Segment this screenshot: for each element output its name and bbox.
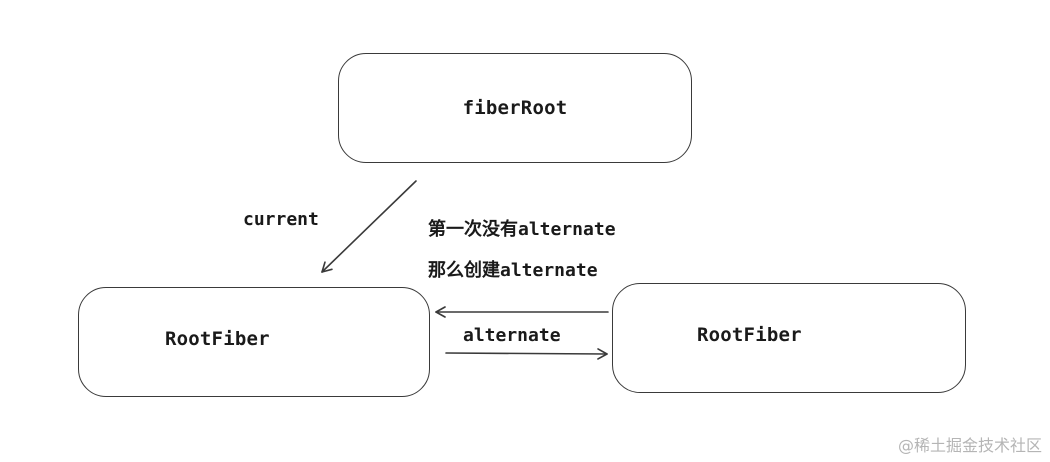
root-fiber-current-node: RootFiber [78, 287, 430, 397]
current-edge-label: current [243, 209, 319, 230]
root-fiber-alternate-node: RootFiber [612, 283, 966, 393]
note-line-1: 第一次没有alternate [428, 219, 616, 240]
fiber-root-node: fiberRoot [338, 53, 692, 163]
watermark: @稀土掘金技术社区 [897, 436, 1042, 455]
alternate-edge-label: alternate [463, 325, 561, 346]
root-fiber-current-label: RootFiber [165, 328, 270, 350]
fiber-root-label: fiberRoot [462, 97, 568, 119]
root-fiber-alternate-label: RootFiber [697, 324, 802, 346]
note-line-2: 那么创建alternate [428, 260, 598, 281]
current-arrow [321, 180, 417, 273]
alternate-arrow-to-alternate [445, 348, 608, 360]
